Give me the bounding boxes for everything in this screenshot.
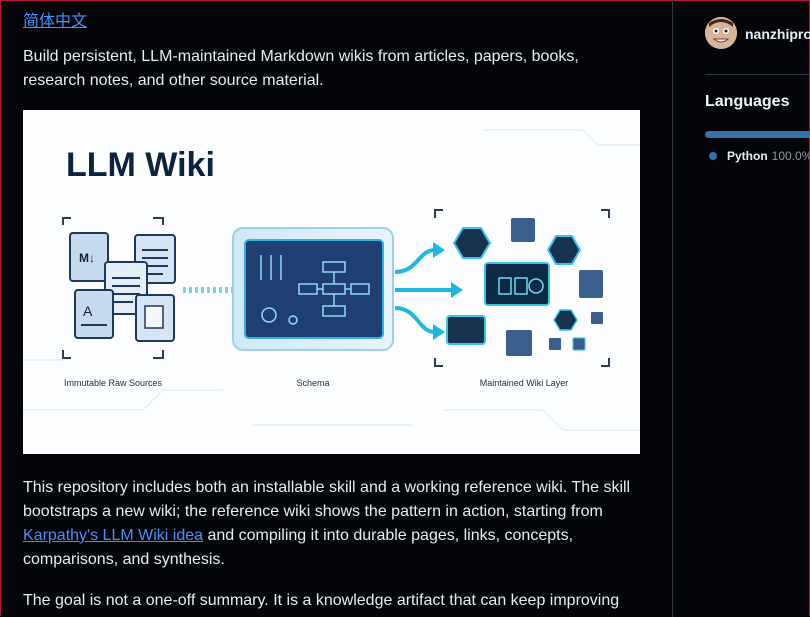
raw-sources-label: Immutable Raw Sources	[64, 378, 163, 388]
schema-label: Schema	[296, 378, 329, 388]
intro-paragraph: Build persistent, LLM-maintained Markdow…	[23, 48, 579, 89]
description-text-end: and compiling it into durable pages, lin…	[23, 527, 574, 568]
description-text-start: This repository includes both an install…	[23, 479, 631, 520]
hero-diagram: LLM Wiki M↓ A Immutable Raw Sources	[23, 129, 640, 431]
llm-wiki-hero-image: LLM Wiki M↓ A Immutable Raw Sources	[23, 110, 640, 454]
username-link[interactable]: nanzhipro	[745, 26, 810, 42]
languages-bar-python	[705, 131, 810, 138]
schema-group: Schema	[232, 227, 394, 388]
raw-sources-group: M↓ A Immutable Raw Sources	[62, 217, 176, 388]
sidebar-separator	[705, 74, 810, 75]
hero-title: LLM Wiki	[66, 146, 215, 184]
karpathy-idea-link[interactable]: Karpathy's LLM Wiki idea	[23, 527, 204, 544]
language-percent: 100.0%	[771, 149, 810, 163]
svg-text:A: A	[83, 303, 93, 319]
sidebar-divider	[672, 0, 673, 617]
chinese-language-link[interactable]: 简体中文	[23, 13, 88, 30]
language-name: Python	[727, 149, 768, 163]
wiki-layer-label: Maintained Wiki Layer	[480, 378, 569, 388]
user-avatar[interactable]	[705, 17, 737, 49]
python-color-dot	[709, 152, 717, 160]
languages-heading: Languages	[705, 93, 790, 110]
description-paragraph: This repository includes both an install…	[23, 476, 643, 572]
goal-paragraph: The goal is not a one-off summary. It is…	[23, 592, 620, 609]
svg-text:M↓: M↓	[79, 251, 95, 265]
wiki-layer-group: Maintained Wiki Layer	[434, 209, 610, 388]
